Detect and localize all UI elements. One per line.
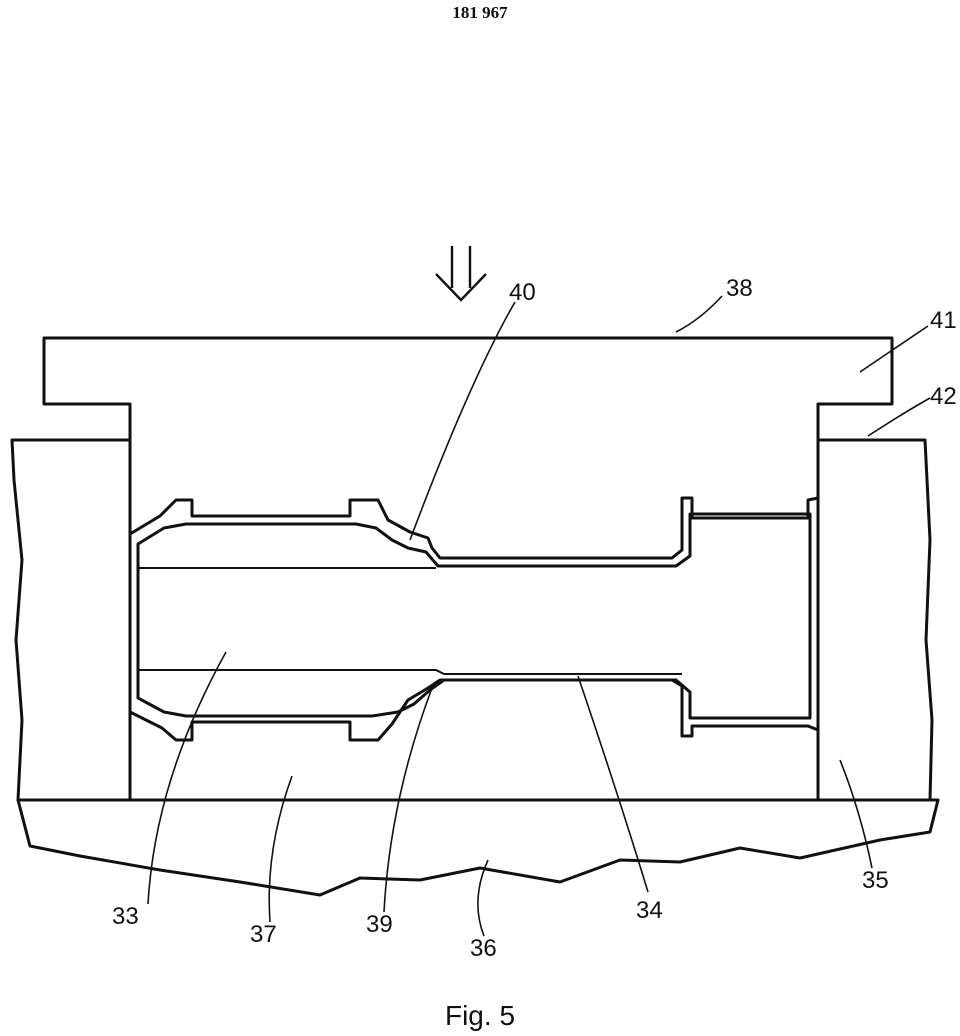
label-35: 35: [862, 867, 889, 894]
leader-40: [409, 301, 516, 541]
label-36: 36: [470, 935, 497, 962]
leader-33: [147, 651, 227, 905]
lower-die-insert: [128, 678, 820, 802]
leader-41: [859, 325, 929, 373]
base-plate: [16, 798, 940, 897]
leader-42: [867, 397, 931, 437]
right-die-wall: [816, 438, 934, 802]
label-42: 42: [930, 383, 957, 410]
upper-punch: [42, 336, 894, 560]
label-40: 40: [509, 279, 536, 306]
workpiece-inner-lower-line: [138, 669, 682, 675]
workpiece-outline: [136, 512, 812, 720]
label-33: 33: [112, 903, 139, 930]
left-die-wall: [10, 438, 132, 802]
label-38: 38: [726, 275, 753, 302]
label-37: 37: [250, 921, 277, 948]
label-39: 39: [366, 911, 393, 938]
press-direction-arrow-icon: [435, 246, 487, 302]
leader-34: [577, 675, 649, 893]
figure-caption: Fig. 5: [444, 1000, 516, 1031]
leader-38: [675, 295, 723, 333]
leader-37: [268, 775, 293, 923]
label-34: 34: [636, 897, 663, 924]
leader-36: [477, 859, 489, 937]
patent-number: 181 967: [452, 3, 508, 22]
leader-35: [839, 759, 873, 869]
leader-39: [383, 687, 433, 913]
label-41: 41: [930, 307, 957, 334]
